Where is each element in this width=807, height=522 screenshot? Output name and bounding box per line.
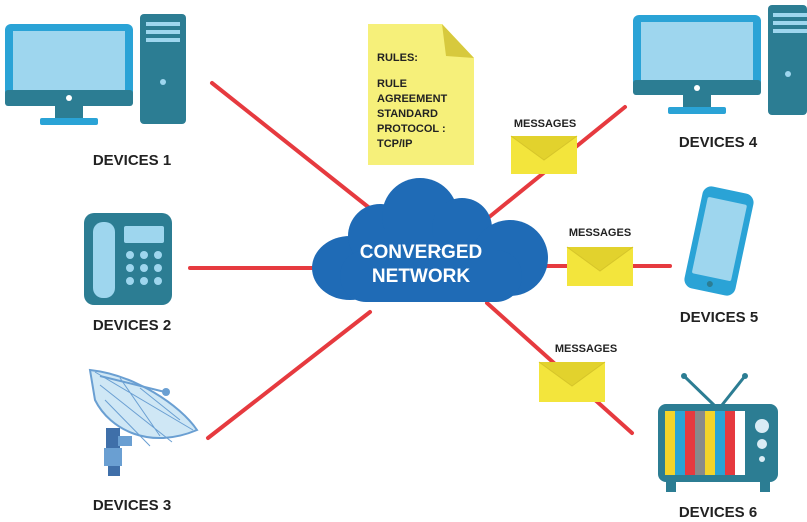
link-device-1 bbox=[210, 81, 374, 212]
cloud-icon bbox=[312, 178, 548, 302]
device-label: DEVICES 5 bbox=[680, 309, 758, 326]
envelope-icon bbox=[566, 246, 634, 272]
network-title-line1: CONVERGED bbox=[360, 242, 482, 263]
message-label: MESSAGES bbox=[569, 227, 631, 239]
message-envelope-5: MESSAGES bbox=[566, 227, 634, 286]
message-envelope-4: MESSAGES bbox=[510, 118, 578, 174]
envelope-icon bbox=[538, 361, 606, 387]
desktop-computer-icon bbox=[5, 14, 186, 125]
device-label: DEVICES 6 bbox=[679, 504, 757, 521]
rules-line: TCP/IP bbox=[377, 138, 412, 150]
device-label: DEVICES 1 bbox=[93, 152, 171, 169]
envelope-icon bbox=[510, 135, 578, 161]
device-4: DEVICES 4 bbox=[633, 5, 807, 151]
satellite-dish-icon bbox=[88, 368, 199, 476]
device-6: DEVICES 6 bbox=[658, 373, 778, 521]
device-label: DEVICES 4 bbox=[679, 134, 758, 151]
desktop-computer-icon bbox=[633, 5, 807, 115]
device-label: DEVICES 2 bbox=[93, 317, 171, 334]
message-label: MESSAGES bbox=[555, 343, 617, 355]
message-envelope-6: MESSAGES bbox=[538, 343, 617, 402]
rules-note: RULES: RULE AGREEMENT STANDARD PROTOCOL … bbox=[368, 24, 474, 165]
converged-network-cloud: CONVERGED NETWORK bbox=[312, 178, 548, 302]
note-fold bbox=[442, 24, 474, 58]
device-3: DEVICES 3 bbox=[88, 368, 199, 514]
rules-heading: RULES: bbox=[377, 52, 418, 64]
device-2: DEVICES 2 bbox=[84, 213, 172, 334]
television-icon bbox=[658, 373, 778, 492]
smartphone-icon bbox=[684, 186, 754, 296]
rules-line: STANDARD bbox=[377, 108, 438, 120]
rules-line: AGREEMENT bbox=[377, 93, 448, 105]
device-5: DEVICES 5 bbox=[680, 186, 758, 326]
device-label: DEVICES 3 bbox=[93, 497, 171, 514]
message-label: MESSAGES bbox=[514, 118, 576, 130]
network-title-line2: NETWORK bbox=[372, 266, 470, 287]
device-1: DEVICES 1 bbox=[5, 14, 186, 169]
rules-line: RULE bbox=[377, 78, 407, 90]
note-paper bbox=[368, 24, 474, 165]
desk-phone-icon bbox=[84, 213, 172, 305]
link-device-3 bbox=[206, 310, 372, 440]
rules-line: PROTOCOL : bbox=[377, 123, 446, 135]
